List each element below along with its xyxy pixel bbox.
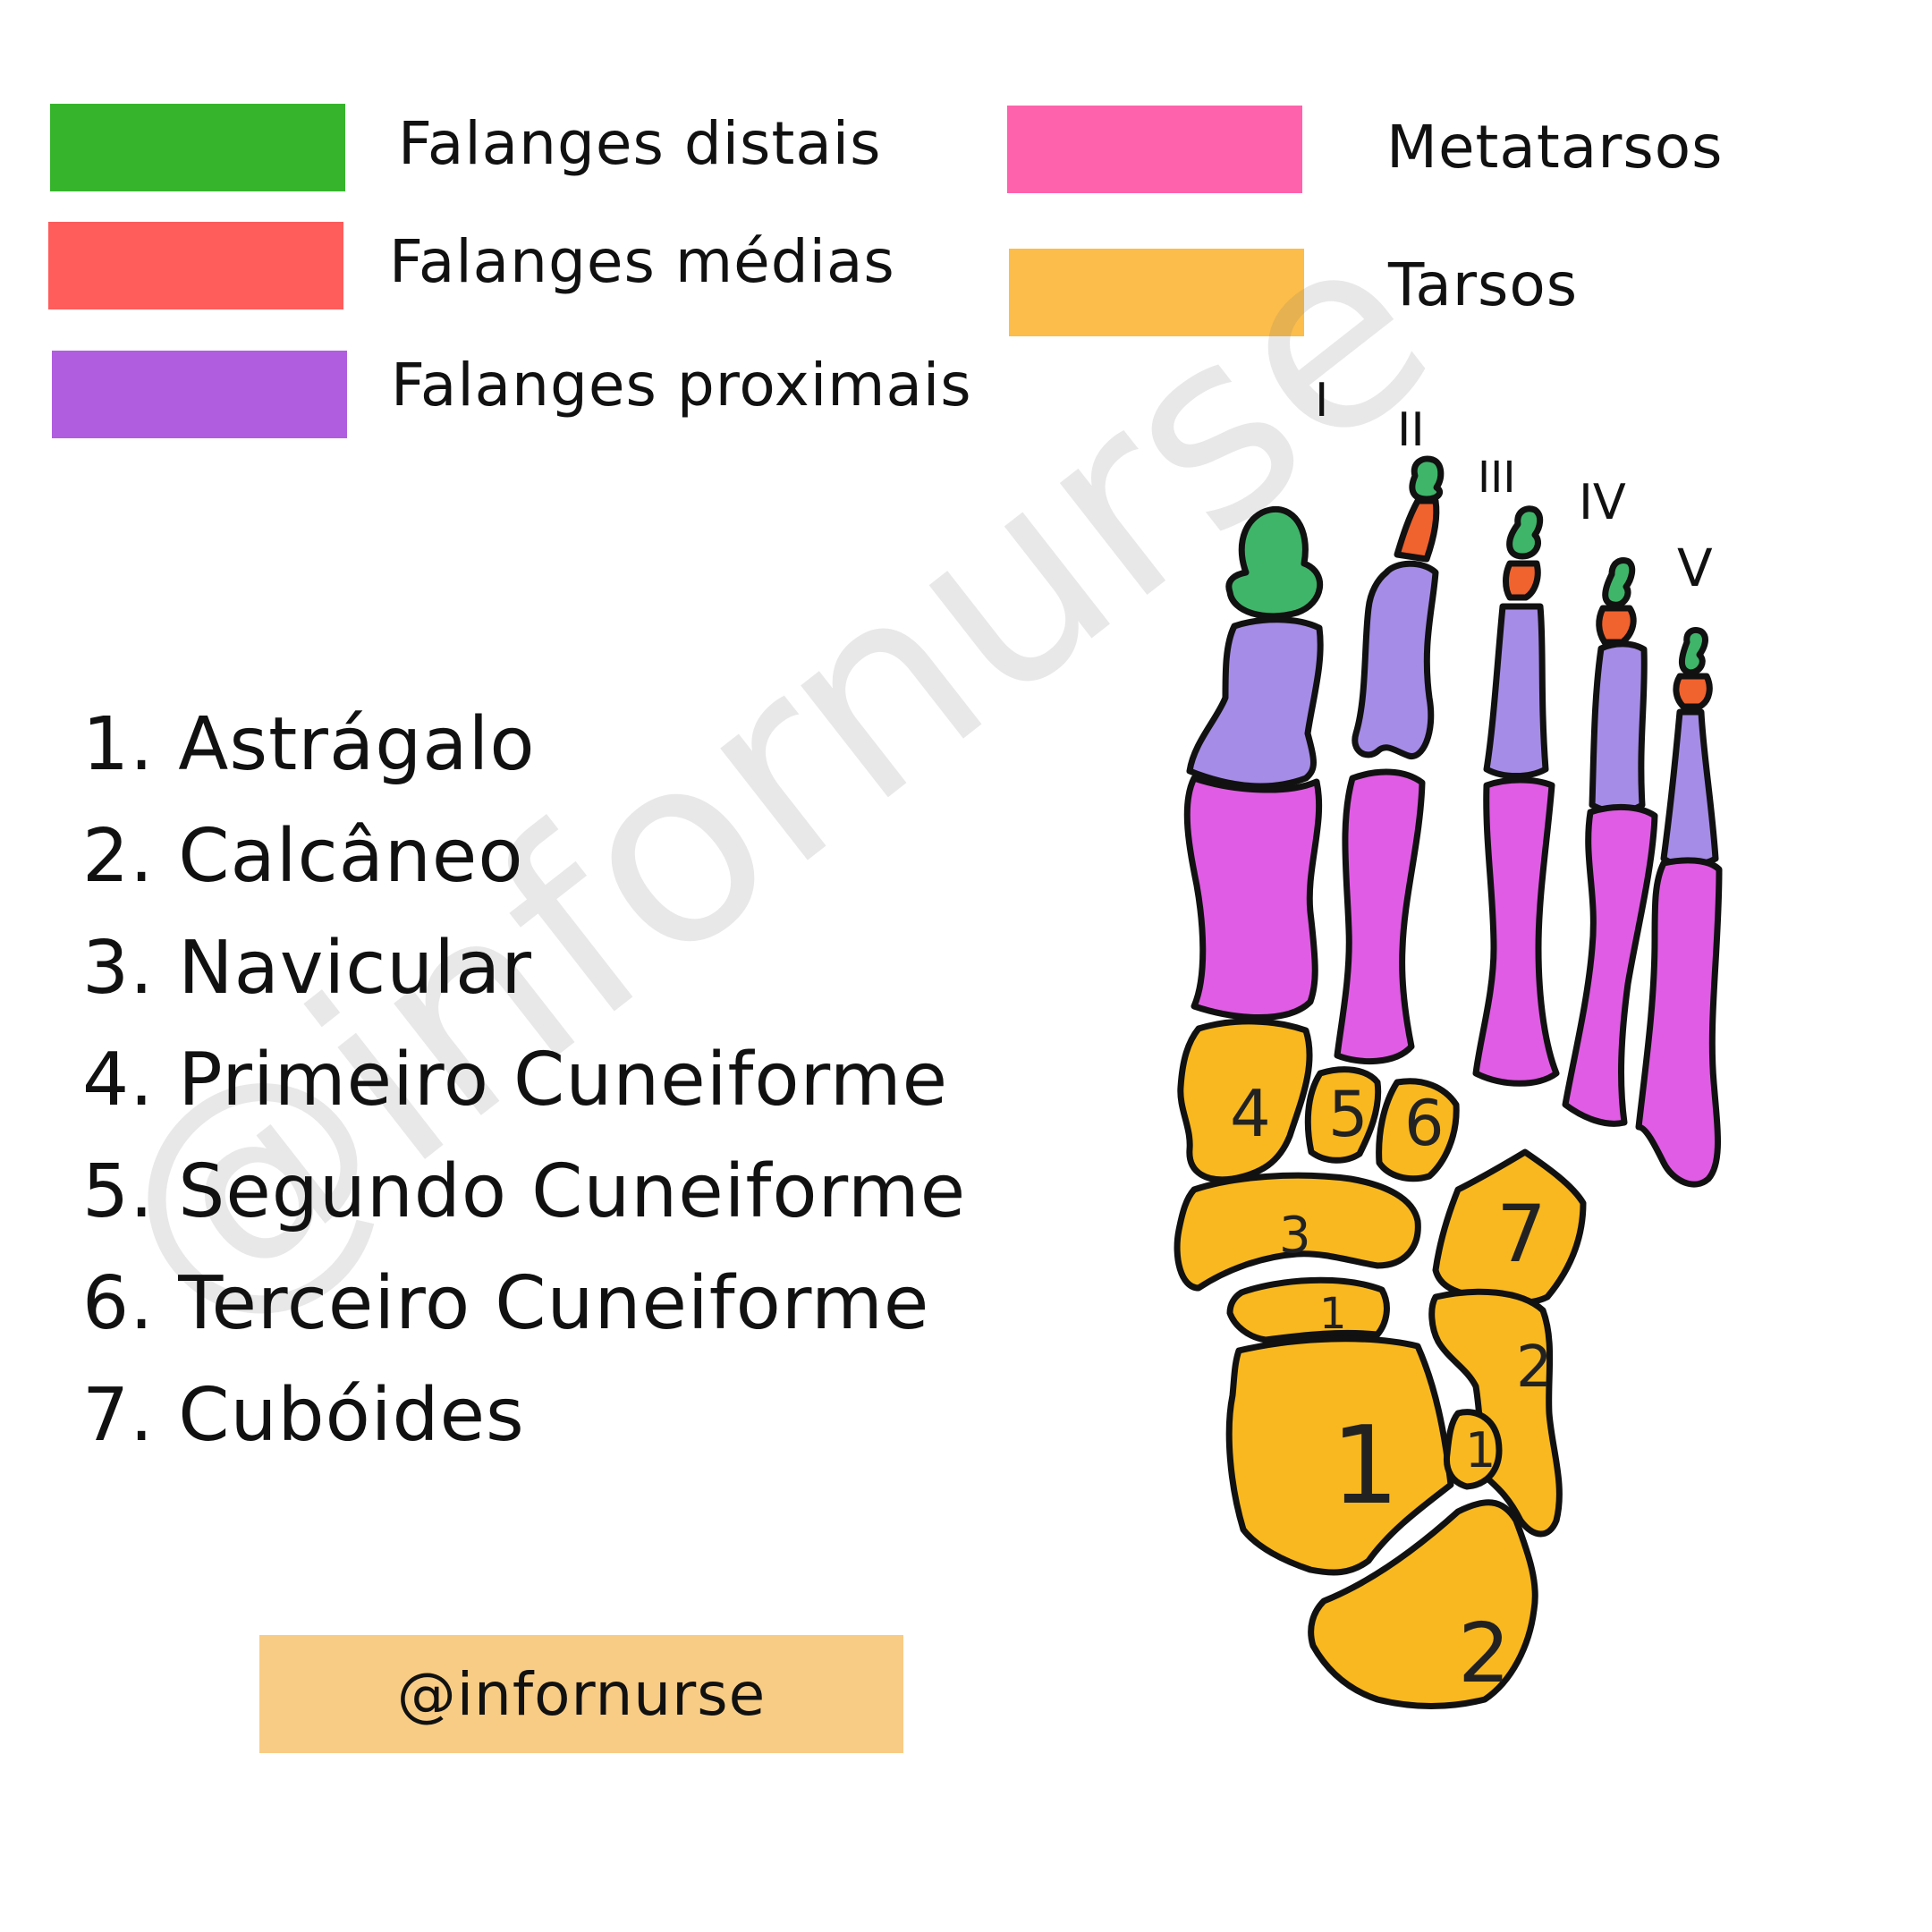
talus-small xyxy=(1443,1409,1503,1490)
metatarsal-1 xyxy=(1183,775,1323,1021)
proximal-phalanx-1 xyxy=(1186,616,1324,790)
legend-label-middle: Falanges médias xyxy=(389,227,895,296)
list-item: 5. Segundo Cuneiforme xyxy=(82,1149,967,1234)
distal-phalanx-4 xyxy=(1602,557,1636,608)
bone-number-calcaneus-anterior: 2 xyxy=(1516,1335,1553,1401)
list-item: 6. Terceiro Cuneiforme xyxy=(82,1261,930,1346)
bone-number-cuboid: 7 xyxy=(1496,1188,1546,1280)
tarsal-bones-list: 1. Astrágalo 2. Calcâneo 3. Navicular 4.… xyxy=(82,689,966,1471)
navicular xyxy=(1174,1172,1421,1292)
list-item: 1. Astrágalo xyxy=(82,702,536,787)
calcaneus-posterior xyxy=(1308,1499,1538,1709)
bone-number-cuneiform-1: 4 xyxy=(1230,1076,1271,1151)
middle-phalanx-4 xyxy=(1596,605,1637,646)
proximal-phalanx-5 xyxy=(1660,708,1719,869)
list-item: 7. Cubóides xyxy=(82,1373,525,1458)
handle-text: @infornurse xyxy=(396,1659,767,1729)
distal-phalanx-3 xyxy=(1506,505,1544,560)
bone-number-cuneiform-3: 6 xyxy=(1404,1087,1445,1160)
talus-head xyxy=(1226,1276,1390,1343)
toe-numeral-5: V xyxy=(1677,538,1713,598)
cuneiform-1 xyxy=(1177,1018,1313,1183)
foot-skeleton-diagram: I II III IV V 1 1 1 2 2 3 4 5 6 7 xyxy=(1174,374,1723,1709)
talus-body xyxy=(1225,1335,1454,1576)
toe-numeral-1: I xyxy=(1315,374,1328,428)
list-item: 2. Calcâneo xyxy=(82,814,524,899)
list-item: 4. Primeiro Cuneiforme xyxy=(82,1038,949,1123)
legend-swatch-middle xyxy=(48,222,343,309)
proximal-phalanx-3 xyxy=(1483,603,1549,779)
cuneiform-2 xyxy=(1304,1066,1382,1164)
legend-label-metatarsal: Metatarsos xyxy=(1386,113,1724,182)
list-item: 3. Navicular xyxy=(82,926,532,1011)
legend-label-distal: Falanges distais xyxy=(398,109,882,178)
bone-number-cuneiform-2: 5 xyxy=(1328,1078,1368,1151)
toe-numeral-4: IV xyxy=(1579,474,1626,530)
middle-phalanx-5 xyxy=(1673,673,1713,710)
calcaneus-anterior xyxy=(1428,1288,1563,1538)
cuneiform-3 xyxy=(1376,1078,1460,1182)
distal-phalanx-1 xyxy=(1225,505,1323,620)
cuboid xyxy=(1432,1148,1587,1307)
legend-swatch-proximal xyxy=(52,351,347,438)
bone-number-talus-head: 1 xyxy=(1319,1289,1347,1339)
legend-label-tarsal: Tarsos xyxy=(1388,250,1579,319)
legend-swatch-metatarsal xyxy=(1007,106,1302,193)
distal-phalanx-5 xyxy=(1679,627,1708,676)
bone-number-navicular: 3 xyxy=(1279,1207,1311,1265)
bone-number-talus-body: 1 xyxy=(1331,1404,1399,1529)
metatarsal-5 xyxy=(1635,857,1723,1188)
distal-phalanx-2 xyxy=(1409,455,1445,503)
legend-swatch-distal xyxy=(50,104,345,191)
metatarsal-3 xyxy=(1472,776,1560,1087)
handle-tag: @infornurse xyxy=(259,1635,903,1753)
middle-phalanx-3 xyxy=(1503,560,1541,601)
middle-phalanx-2 xyxy=(1394,497,1440,563)
proximal-phalanx-2 xyxy=(1352,560,1439,759)
proximal-phalanx-4 xyxy=(1589,640,1648,815)
bone-number-calcaneus-posterior: 2 xyxy=(1458,1606,1511,1701)
toe-numeral-2: II xyxy=(1397,403,1425,457)
legend-swatch-tarsal xyxy=(1009,249,1304,336)
metatarsal-4 xyxy=(1562,803,1658,1127)
toe-numeral-3: III xyxy=(1478,453,1515,503)
bone-number-talus-small: 1 xyxy=(1465,1422,1496,1479)
legend-label-proximal: Falanges proximais xyxy=(391,351,972,419)
metatarsal-2 xyxy=(1334,768,1426,1065)
